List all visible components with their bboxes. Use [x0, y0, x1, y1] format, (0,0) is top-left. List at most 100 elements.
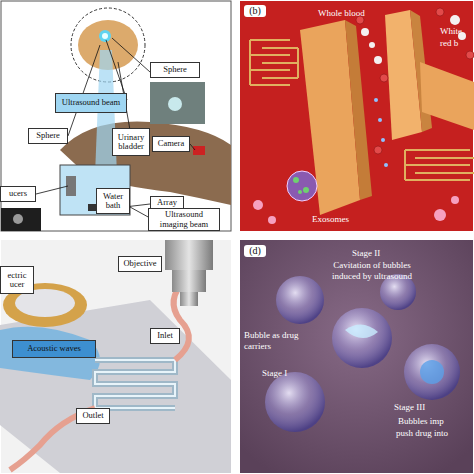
panel-a-art — [190, 144, 195, 150]
null — [384, 163, 388, 167]
null — [434, 209, 446, 221]
null — [436, 8, 444, 16]
null — [405, 150, 470, 180]
null — [374, 146, 382, 154]
panel-d-art — [240, 240, 473, 473]
annotation-text: red b — [440, 38, 474, 49]
panel-c-art — [95, 360, 175, 408]
null — [293, 177, 299, 183]
label-box: Inlet — [150, 328, 180, 344]
box-label: Water bath — [99, 192, 127, 211]
null — [361, 28, 369, 36]
label-box: Objective — [118, 256, 162, 272]
null — [466, 51, 474, 59]
panel-d-art — [265, 372, 325, 432]
panel-b-art — [287, 171, 317, 201]
panel-c-art — [1, 240, 231, 473]
null — [374, 98, 388, 167]
box-label: ucers — [9, 189, 27, 199]
panel-a-art — [1, 1, 231, 231]
panel-c-art — [95, 360, 175, 408]
panel-a-art — [112, 38, 150, 72]
null — [374, 56, 382, 64]
null — [450, 15, 460, 25]
label-box: Camera — [152, 136, 190, 152]
label-box: ectric ucer — [0, 266, 34, 294]
panel-a-art — [60, 165, 130, 215]
null — [268, 216, 276, 224]
label-box: Ultrasound imaging beam — [148, 208, 220, 231]
annotation-text: Whole blood — [318, 8, 388, 19]
null — [415, 158, 474, 173]
null — [303, 187, 309, 193]
panel-d-art — [240, 240, 473, 473]
panel-c-art — [172, 270, 206, 292]
panel-d-art — [345, 324, 378, 338]
box-label: Array — [157, 198, 177, 208]
panel-a-art — [150, 82, 205, 124]
null — [298, 190, 302, 194]
panel-b-art — [240, 1, 474, 231]
box-label: Urinary bladder — [115, 133, 147, 152]
box-label: ectric ucer — [3, 271, 31, 290]
panel-a-art — [68, 45, 100, 136]
label-box: Acoustic waves — [12, 340, 96, 358]
box-label: Inlet — [157, 331, 173, 341]
null — [381, 138, 385, 142]
panel-a-art — [99, 30, 111, 42]
panel-c-art — [180, 292, 198, 306]
panel-b-art — [345, 20, 372, 200]
box-label: Acoustic waves — [27, 344, 81, 354]
panel-d-art — [332, 308, 392, 368]
null — [369, 42, 375, 48]
panel-a-art — [168, 97, 182, 111]
box-label: Sphere — [163, 65, 187, 75]
label-box: Water bath — [96, 188, 130, 214]
null — [253, 200, 263, 210]
panel-b-art — [240, 1, 473, 231]
annotation-text: White — [440, 26, 474, 37]
null — [253, 196, 459, 224]
annotation-text: Stage II — [352, 248, 412, 259]
box-label: Ultrasound imaging beam — [151, 210, 217, 229]
panel-a-art — [13, 214, 23, 224]
annotation-text: Stage I — [262, 368, 312, 379]
annotation-text: (d) — [244, 245, 266, 257]
box-label: Sphere — [36, 131, 60, 141]
annotation-text: push drug into — [396, 428, 474, 439]
box-label: Outlet — [82, 411, 103, 421]
label-box: Outlet — [76, 408, 110, 424]
panel-b-art — [420, 62, 474, 130]
annotation-text: Exosomes — [312, 214, 372, 225]
null — [374, 98, 378, 102]
panel-d-art — [276, 276, 324, 324]
annotation-text: (b) — [244, 5, 266, 17]
panel-a-art — [102, 33, 108, 39]
label-box: Sphere — [150, 62, 200, 78]
null — [451, 196, 459, 204]
null — [293, 177, 309, 194]
panel-d-art — [404, 344, 460, 400]
box-label: Camera — [158, 139, 184, 149]
annotation-text: Bubble as drug carriers — [244, 330, 312, 352]
panel-a-art — [193, 146, 205, 155]
panel-c-art — [0, 327, 100, 380]
annotation-text: Stage III — [394, 402, 454, 413]
box-label: Objective — [123, 259, 156, 269]
label-box: ucers — [0, 186, 36, 202]
panel-a-art — [1, 208, 41, 231]
null — [380, 74, 388, 82]
annotation-text: Cavitation of bubbles induced by ultraso… — [322, 260, 422, 282]
label-box: Ultrasound beam — [55, 93, 127, 113]
null — [378, 118, 382, 122]
label-box: Urinary bladder — [112, 128, 150, 156]
label-box: Sphere — [28, 128, 68, 144]
panel-d-art — [420, 360, 444, 384]
annotation-text: Bubbles imp — [398, 416, 474, 427]
panel-c-art — [0, 240, 231, 473]
panel-c-art — [165, 240, 213, 270]
panel-a-art — [1, 1, 231, 231]
box-label: Ultrasound beam — [62, 98, 120, 108]
null — [262, 48, 298, 78]
